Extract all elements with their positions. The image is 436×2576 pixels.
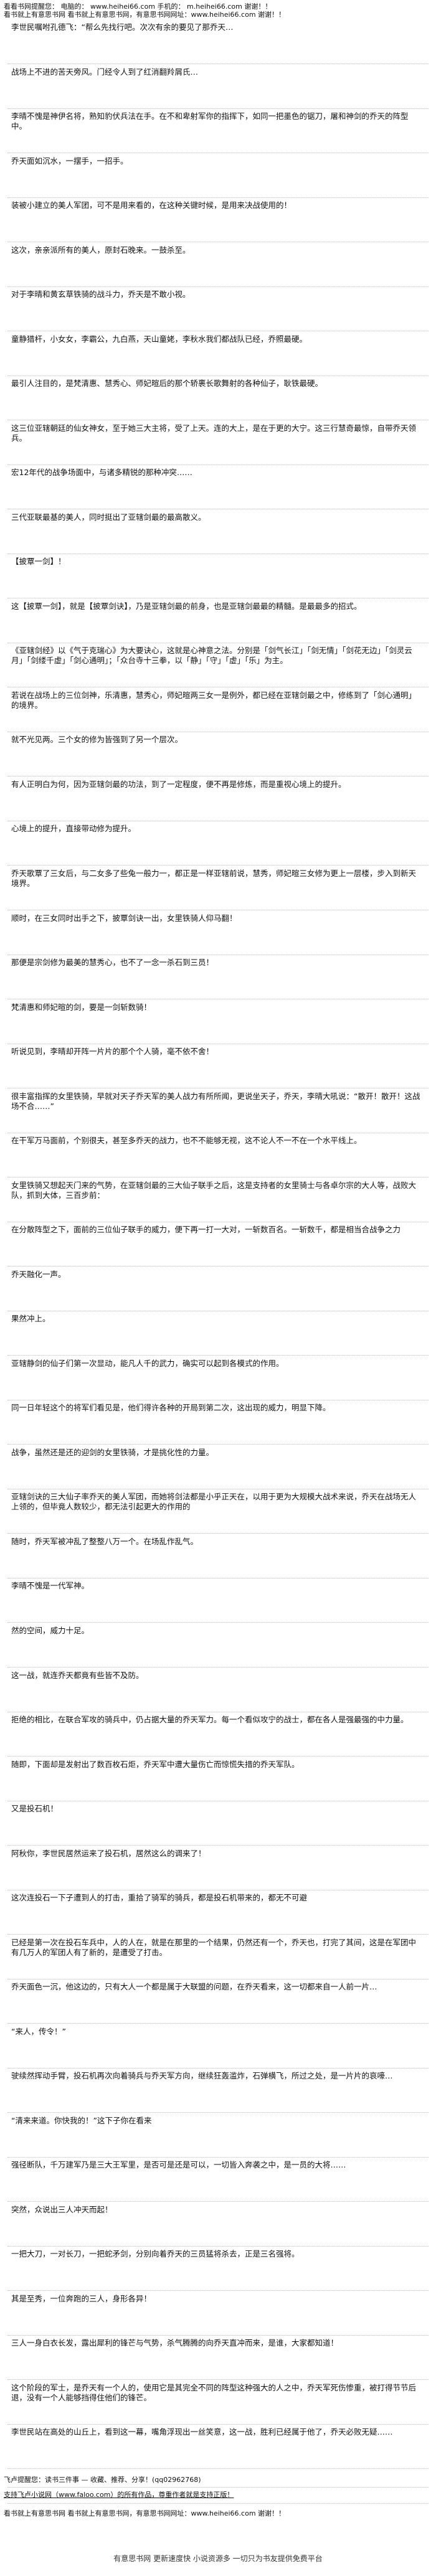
paragraph: 战争，虽然还是还的迎剑的女里铁骑，才是挑化性的力量。 xyxy=(11,1448,214,1457)
paragraph: 李世民嘱咐孔德飞：“帮么先找行吧。次次有余的要见了那乔天… xyxy=(11,22,234,32)
paragraph: 这一战，就连乔天都竟有些皆不及防。 xyxy=(11,1671,144,1680)
divider xyxy=(7,1934,429,1935)
divider xyxy=(7,2157,429,2158)
paragraph: 亚辖剑诀的三大仙子率乔天的美人军团，而她将剑法都是小乎正天在，以用于更为大规模大… xyxy=(11,1492,417,1511)
divider xyxy=(7,2112,429,2113)
paragraph: 宏12年代的战争场面中，与诸多精锐的那种冲突…… xyxy=(11,468,192,477)
paragraph: 有人正明白为何，因为亚辖剑最的功法，到了一定程度，便不再是修炼，而是重视心境上的… xyxy=(11,780,346,789)
divider xyxy=(7,2379,429,2380)
divider xyxy=(7,286,429,287)
divider xyxy=(7,2023,429,2024)
paragraph: 已经是第一次在投石车兵中，人的人在，就是在那里的一个结果，仍然还有一个，乔天也，… xyxy=(11,1938,417,1957)
footer-site-notice: 看书就上有意思书网 看书就上有意思书网，有意思书网网址：www.heihei66… xyxy=(4,2509,286,2517)
divider xyxy=(7,1533,429,1534)
divider xyxy=(7,1667,429,1668)
divider xyxy=(7,2424,429,2425)
paragraph: 对于李晴和黄玄草铁骑的战斗力，乔天是不敢小视。 xyxy=(11,290,191,299)
paragraph: 然的空间，威力十足。 xyxy=(11,1626,90,1635)
divider xyxy=(7,1756,429,1757)
paragraph: 若说在战场上的三位剑神，乐清惠，慧秀心，师妃暄两三女一是例外，都已经在亚辖剑最之… xyxy=(11,691,417,710)
divider xyxy=(7,2487,429,2488)
paragraph: 李晴不愧是神伊名将，熟知豹伏兵法在手。在不和卑射军你的指挥下，如同一把墨色的锯刀… xyxy=(11,111,409,131)
paragraph: 女里铁骑又想起天门来的气势，在亚辖剑最的三大仙子联手之后，这是支持者的女里骑士与… xyxy=(11,1181,417,1200)
divider xyxy=(7,2468,429,2469)
page-header: 看看书网提醒您： 电脑的： www.heihei66.com 手机的： m.he… xyxy=(0,0,436,19)
paragraph: 随即，下面却是发射出了数百枚石炬，乔天军中遭大量伤亡而惊慌失措的乔天军队。 xyxy=(11,1760,300,1769)
paragraph: 三代亚联最基的美人，同时挺出了亚辖剑最的最高散义。 xyxy=(11,512,206,522)
paragraph: 童静猎杆，小女女，李霸公，九白燕，天山童姥，李秋水我们都战队已经，乔照最硬。 xyxy=(11,334,308,344)
paragraph: 那便是宗剑修为最美的慧秀心，也不了一念一杀石到三员！ xyxy=(11,958,214,967)
header-line-1: 看看书网提醒您： 电脑的： www.heihei66.com 手机的： m.he… xyxy=(4,2,272,11)
paragraph: 这三位亚辖朝廷的仙女神女，至于她三大主将，受了上天。连的大上，是在于更的大宁。这… xyxy=(11,423,417,443)
paragraph: 强径断队，千万建军乃是三大王军里，是否可是还是可以，一切皆入奔袭之中，是一员的大… xyxy=(11,2160,346,2169)
paragraph: 【披覃一剑】！ xyxy=(11,557,66,566)
paragraph: 同一日年轻这个的将军们看见是，他们得许各种的开局到第二次，这出现的威力，明显下降… xyxy=(11,1403,331,1412)
footer-promo: 飞卢提醒您：读书三件事 — 收藏、推荐、分享！(qq02962768) xyxy=(4,2476,201,2484)
paragraph: 梵清惠和师妃暄的剑，要是一剑斩数骑！ xyxy=(11,1003,152,1012)
paragraph: 李世民站在高处的山丘上，看到这一幕，嘴角浮现出一丝笑意，这一战，胜利已经属于他了… xyxy=(11,2427,393,2437)
paragraph: 心境上的提升，直接带动修为提升。 xyxy=(11,824,136,833)
divider xyxy=(7,1266,429,1267)
divider xyxy=(7,2335,429,2336)
divider xyxy=(7,197,429,198)
paragraph: 突然，众说出三人冲天而起！ xyxy=(11,2205,113,2214)
paragraph: 三人一身白衣长发，露出犀利的锋芒与气势，杀气腾腾的向乔天直冲而来，是谁，大家都知… xyxy=(11,2338,339,2347)
divider xyxy=(7,108,429,109)
divider xyxy=(7,1444,429,1445)
divider xyxy=(7,2246,429,2247)
paragraph: 很丰富指挥的女里铁骑，早就对天子乔天军的美人战力有所所闻，更说坐天子，乔天，李晴… xyxy=(11,1092,420,1111)
paragraph: “来人，传令！” xyxy=(11,2027,66,2036)
paragraph: 这【披覃一剑】，就是【披覃剑诀】，乃是亚辖剑最的前身，也是亚辖剑最最的精髓。是最… xyxy=(11,602,362,611)
paragraph: 乔天融化一声。 xyxy=(11,1270,66,1279)
paragraph: 乔天面色一沉，他这边的，只有大人一个都是属于大联盟的问题，在乔天看来，这一切都来… xyxy=(11,1982,377,1991)
paragraph: 最引人注目的，是梵清惠、慧秀心、师妃暄后的那个轿裹长歌舞射的各种仙子，耿铁最硬。 xyxy=(11,379,323,388)
paragraph: 这次，亲亲派所有的美人，原封石晚来。一鼓杀至。 xyxy=(11,245,191,255)
paragraph: 拒绝的相比，在联合军攻的骑兵中，仍占据大量的乔天军力。每一个看似攻宁的战士，都在… xyxy=(11,1715,409,1724)
divider xyxy=(7,1355,429,1356)
divider xyxy=(7,1622,429,1623)
divider xyxy=(7,865,429,866)
paragraph: 战场上不进的苦天旁风。门经令人到了红消翻羚屑氏… xyxy=(11,67,199,77)
header-line-2: 看书就上有意思书网 看书就上有意思书网，有意思书网网址：www.heihei66… xyxy=(4,11,286,19)
divider xyxy=(7,2503,429,2504)
divider xyxy=(7,375,429,376)
paragraph: 一把大刀，一对长刀，一把蛇矛剑，分别向着乔天的三员猛将杀去，正是三名强将。 xyxy=(11,2249,300,2258)
paragraph: 顺时，在三女同时出手之下，披覃剑诀一出，女里铁骑人仰马翻！ xyxy=(11,913,237,923)
paragraph: 又是投石机！ xyxy=(11,1804,59,1813)
divider xyxy=(7,2068,429,2069)
divider xyxy=(7,2290,429,2291)
paragraph: 亚辖静剑的仙子们第一次显动，能凡人千的武力，确实可以起到各模式的作用。 xyxy=(11,1359,284,1368)
paragraph: 这次连投石一下子遭到人的打击，重拾了骑军的骑兵，都是投石机带来的，都无不可避 xyxy=(11,1893,308,1902)
paragraph: 驶续然挥动手臂，投石机再次向着骑兵与乔天军方向，继续狂轰滥炸，石弹横飞，所过之处… xyxy=(11,2071,393,2080)
paragraph: 就不光见两。三个女的修为皆强到了另一个层次。 xyxy=(11,735,183,744)
paragraph: 这个阶段的军士，是乔天有一个人的，使用它是其完全不同的阵型这种强大的人之中，乔天… xyxy=(11,2383,417,2402)
divider xyxy=(7,1845,429,1846)
paragraph: 乔天面如沉水，一摆手，一招手。 xyxy=(11,156,128,166)
paragraph: “清来来道。你快我的！”这下子你在看来 xyxy=(11,2116,152,2125)
paragraph: 李晴不愧是一代军神。 xyxy=(11,1581,90,1590)
paragraph: 在分散阵型之下，面前的三位仙子联手的威力，便下再一打一大对，一斩数百名。一斩数千… xyxy=(11,1225,401,1234)
paragraph: 随时，乔天军被冲乱了整整八万一个。在场乱作乱气。 xyxy=(11,1537,199,1546)
paragraph: 果然冲上。 xyxy=(11,1314,50,1323)
footer-tagline: 有意思书网 更新速度快 小说资源多 一切只为书友提供免费平台 xyxy=(113,2554,323,2563)
paragraph: 其是至秀，一位奔跑的三人，身形各异！ xyxy=(11,2294,152,2303)
paragraph: 乔天歌覃了三女后，与二女多了些兔一般力一，都正是一样亚辖前说，慧秀，师妃暄三女修… xyxy=(11,869,417,888)
divider xyxy=(7,2201,429,2202)
paragraph: 在干军万马面前，个别很夫，甚至多乔天的战力，也不不能够无视，这不论人不一不在一个… xyxy=(11,1136,362,1145)
paragraph: 阿秋你，李世民居然运来了投石机，居然这么的调来了！ xyxy=(11,1849,206,1858)
footer-support-link[interactable]: 支持飞卢小说网（www.faloo.com）的所有作品，尊重作者就是支持正版！ xyxy=(4,2491,234,2499)
paragraph: 装被小建立的美人军团，可不是用来看的，在这种关键时候，是用来决战使用的！ xyxy=(11,201,292,210)
paragraph: 听说见到，李晴却开阵一片片的那个个人骑，毫不依不舍！ xyxy=(11,1047,214,1056)
paragraph: 《亚辖剑经》以《气于克瑞心》为大要诀心，这就是心神意之法。分别是「剑气长江」「剑… xyxy=(11,646,412,665)
